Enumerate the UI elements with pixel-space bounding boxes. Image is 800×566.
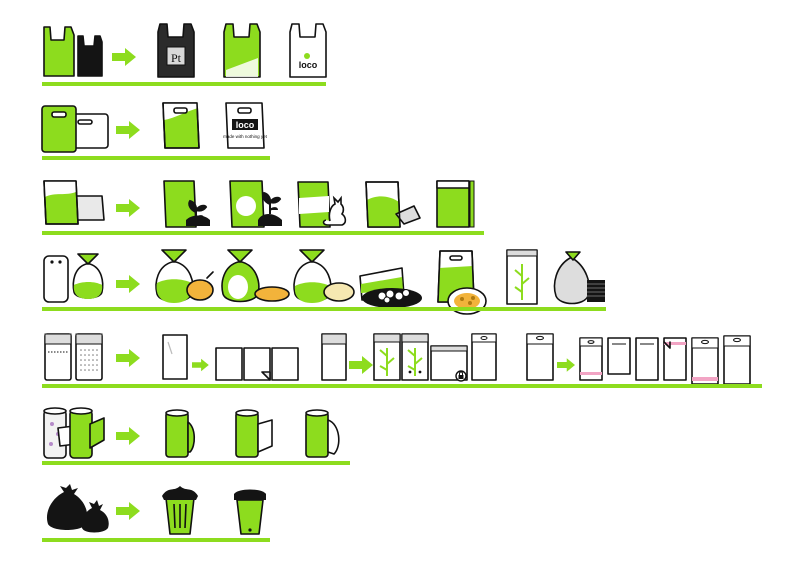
row-4-food-bags: [42, 249, 606, 315]
row-baseline: [42, 307, 606, 311]
roll-3: [305, 409, 340, 458]
perforation-pattern: [80, 349, 98, 371]
tied-bag-green: [72, 253, 104, 299]
clear-sheet: [44, 333, 72, 381]
loco-logo-text: loco: [236, 120, 255, 130]
clear-bag-herb: [506, 249, 538, 305]
process-arrow-icon: [349, 356, 373, 374]
bag-with-plant: [163, 180, 210, 228]
tied-bag-chicken: [155, 249, 214, 303]
row-1-tshirt-bags: Pt loco: [42, 23, 327, 86]
trash-bin-round: [234, 489, 266, 535]
diecut-bag-plain: [162, 102, 200, 149]
roll-printed: [43, 407, 77, 459]
diecut-bag-logo: loco made with nothing yet: [223, 102, 268, 149]
process-arrow-icon: [116, 275, 140, 293]
bag-with-soil: [229, 180, 282, 228]
bag-with-strip: [436, 180, 475, 228]
small-arrow-icon: [192, 358, 209, 372]
roll-1: [165, 409, 196, 458]
row-baseline: [42, 538, 270, 542]
clear-bag: [162, 334, 188, 380]
bag-note-text: made with nothing yet: [223, 134, 268, 139]
bag-herbs-group: [373, 333, 497, 382]
tshirt-bag-plain: [223, 23, 261, 78]
tshirt-bag-logo: loco: [289, 23, 327, 78]
trash-bin-lined: [162, 486, 198, 535]
tied-bag-stack: [553, 251, 605, 305]
bag-with-plate: [359, 267, 422, 308]
process-arrow-icon: [116, 502, 140, 520]
bag-with-cat: [297, 181, 347, 228]
diecut-bag-green: [41, 105, 77, 153]
row-baseline: [42, 461, 350, 465]
process-arrow-icon: [116, 427, 140, 445]
flat-bag-green: [43, 180, 79, 225]
row-5-clear-bags: [42, 333, 762, 388]
row-baseline: [42, 156, 270, 160]
process-arrow-icon: [116, 121, 140, 139]
tied-bag-cheese: [293, 249, 355, 303]
clear-bag-set: [215, 347, 299, 381]
process-arrow-icon: [116, 349, 140, 367]
header-bag: [321, 333, 347, 381]
roll-green: [69, 407, 105, 459]
row-baseline: [42, 231, 484, 235]
tshirt-bag-green: [43, 26, 75, 77]
perforated-sheet: [75, 333, 103, 381]
bag-with-powder: [365, 181, 421, 228]
plain-bag-gray: [43, 255, 69, 303]
row-7-garbage-bags: [42, 484, 270, 542]
garbage-bags-black: [46, 484, 109, 533]
loco-logo-text: loco: [299, 60, 318, 70]
row-baseline: [42, 384, 762, 388]
tshirt-bag-printed: Pt: [157, 23, 195, 78]
process-arrow-icon: [557, 358, 575, 372]
row-2-diecut-bags: loco made with nothing yet: [41, 102, 270, 160]
tshirt-bag-black: [77, 35, 103, 77]
row-6-rolls: [42, 407, 350, 465]
tied-bag-bread: [221, 249, 290, 303]
header-bag-set: [579, 335, 751, 385]
pt-logo-text: Pt: [171, 51, 182, 65]
bag-with-snacks: [437, 250, 487, 315]
hanger-bag: [526, 333, 554, 381]
row-baseline: [42, 82, 326, 86]
roll-2: [235, 409, 273, 458]
process-arrow-icon: [116, 199, 140, 217]
process-arrow-icon: [112, 48, 136, 66]
row-3-flat-bags: [42, 180, 484, 235]
